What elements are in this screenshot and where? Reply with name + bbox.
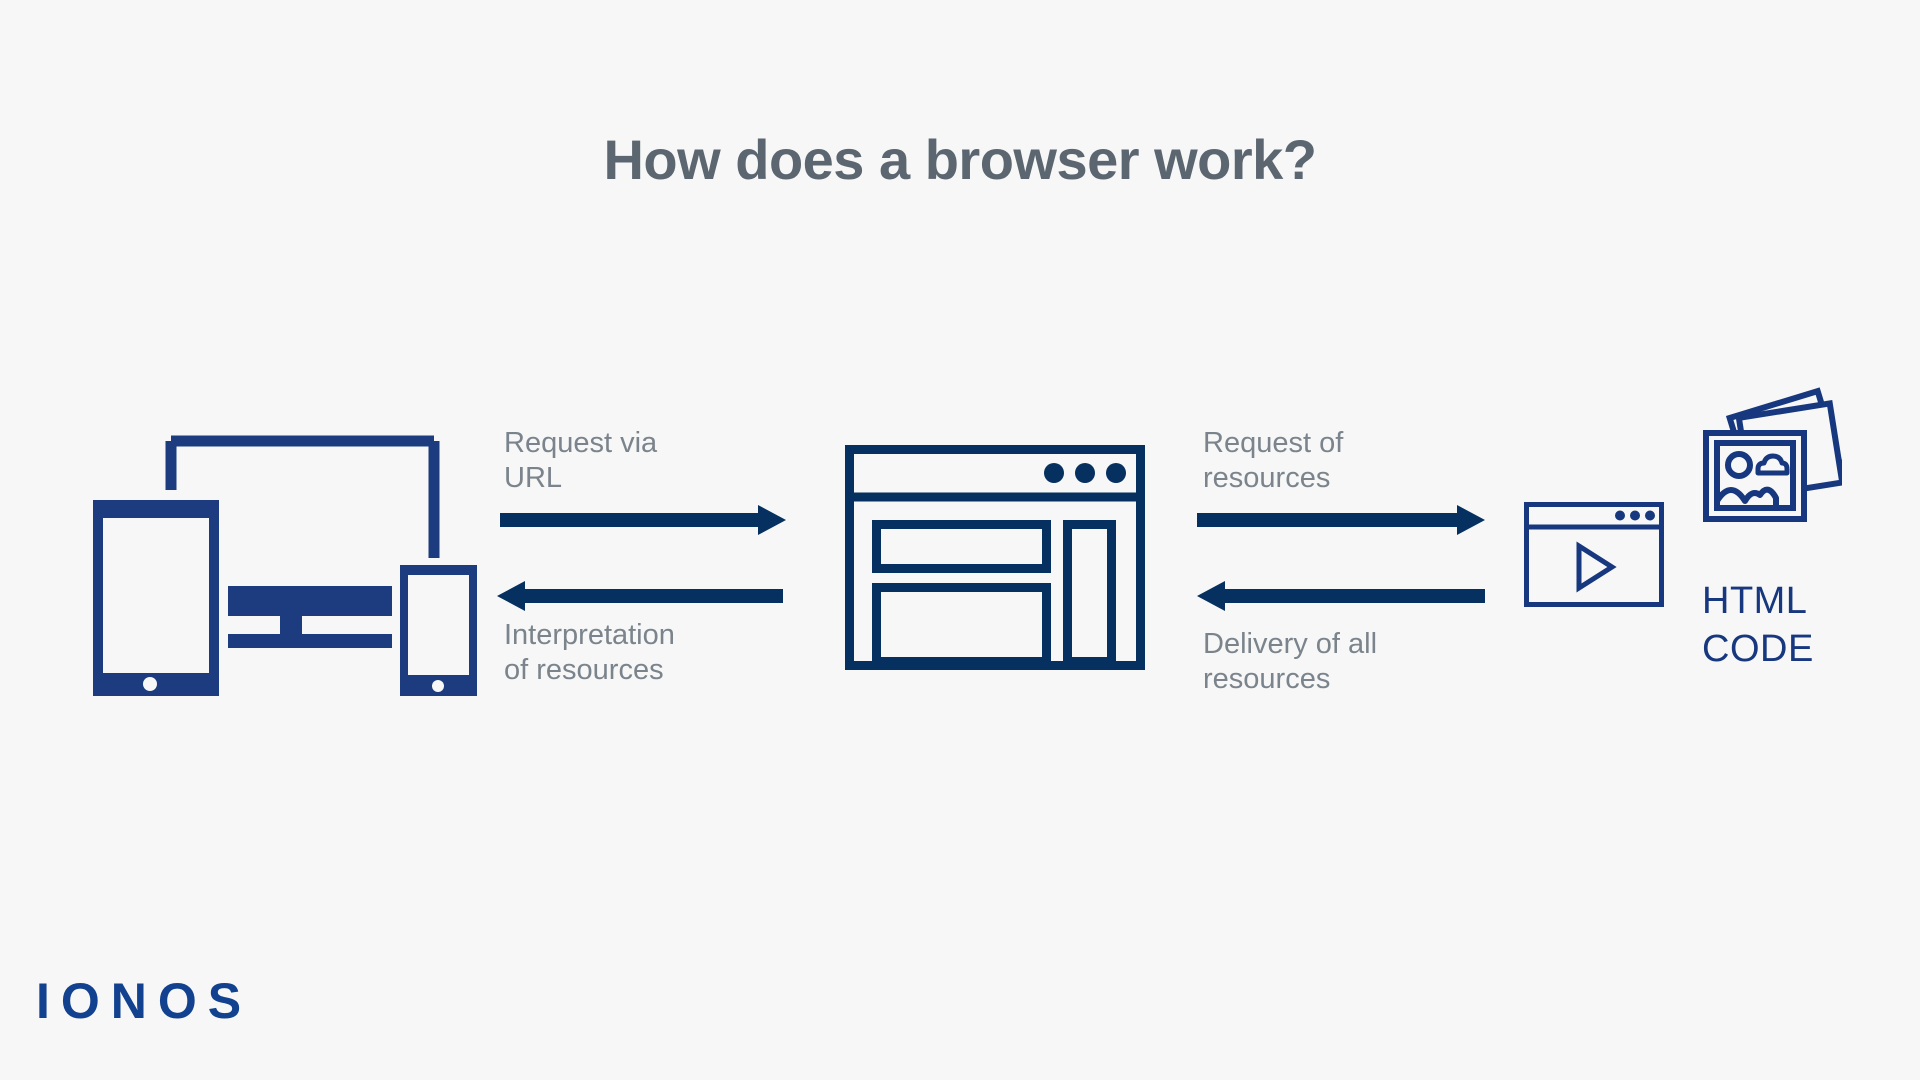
arrow-label-request-of-resources: Request of resources [1203,427,1344,495]
arrow-label-delivery-of-all-resources: Delivery of all resources [1203,628,1378,696]
arrow-request-via-url [500,505,786,535]
browser-window-icon [845,445,1145,670]
devices-icon [80,425,490,700]
arrow-interpretation-of-resources [497,581,783,611]
arrow-label-interpretation-of-resources: Interpretation of resources [504,619,675,687]
page-title: How does a browser work? [603,128,1317,191]
html-code-caption: HTML CODE [1702,580,1814,670]
arrow-delivery-of-all-resources [1197,581,1485,611]
video-player-window-icon [1524,502,1664,607]
photo-stack-icon [1700,385,1842,525]
ionos-logo: IONOS [36,973,253,1029]
arrow-request-of-resources [1197,505,1485,535]
arrow-label-request-via-url: Request via URL [504,427,658,495]
